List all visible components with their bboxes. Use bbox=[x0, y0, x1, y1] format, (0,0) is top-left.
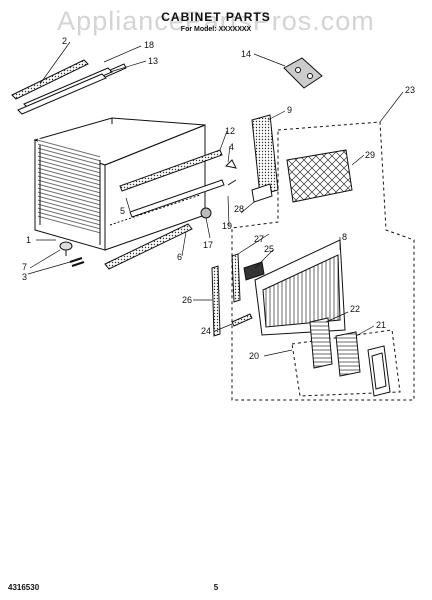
page-number: 5 bbox=[213, 583, 219, 592]
small-parts bbox=[59, 159, 237, 267]
callout-8: 8 bbox=[342, 232, 347, 242]
callout-4: 4 bbox=[229, 142, 234, 152]
callout-25: 25 bbox=[264, 244, 274, 254]
callout-6: 6 bbox=[177, 252, 182, 262]
bottom-rail bbox=[104, 223, 193, 270]
callout-20: 20 bbox=[249, 351, 259, 361]
filter bbox=[251, 114, 279, 203]
callout-7: 7 bbox=[22, 262, 27, 272]
page-title: CABINET PARTS bbox=[161, 10, 271, 24]
doc-number: 4316530 bbox=[8, 583, 40, 592]
callout-3: 3 bbox=[22, 272, 27, 282]
callout-9: 9 bbox=[287, 105, 292, 115]
front-panel-8 bbox=[254, 239, 346, 336]
callout-5: 5 bbox=[120, 206, 125, 216]
callout-1: 1 bbox=[26, 235, 31, 245]
callout-14: 14 bbox=[241, 49, 251, 59]
bracket-14 bbox=[283, 57, 323, 89]
leader-lines bbox=[27, 41, 404, 357]
callout-23: 23 bbox=[405, 85, 415, 95]
front-panel-box bbox=[231, 121, 415, 401]
callout-17: 17 bbox=[203, 240, 213, 250]
callout-18: 18 bbox=[144, 40, 154, 50]
grille-29 bbox=[286, 149, 353, 203]
cabinet-shell bbox=[33, 117, 206, 251]
callout-26: 26 bbox=[182, 295, 192, 305]
callout-28: 28 bbox=[234, 204, 244, 214]
inner-rails bbox=[109, 149, 225, 226]
callout-12: 12 bbox=[225, 126, 235, 136]
side-strips bbox=[211, 253, 265, 337]
callout-13: 13 bbox=[148, 56, 158, 66]
top-rails bbox=[11, 59, 127, 115]
callout-24: 24 bbox=[201, 326, 211, 336]
callout-27: 27 bbox=[254, 234, 264, 244]
callout-2: 2 bbox=[62, 36, 67, 46]
callout-19: 19 bbox=[222, 221, 232, 231]
callout-29: 29 bbox=[365, 150, 375, 160]
model-subtitle: For Model: XXXXXXX bbox=[180, 26, 252, 33]
louvers bbox=[309, 317, 391, 397]
callout-21: 21 bbox=[376, 320, 386, 330]
callout-22: 22 bbox=[350, 304, 360, 314]
